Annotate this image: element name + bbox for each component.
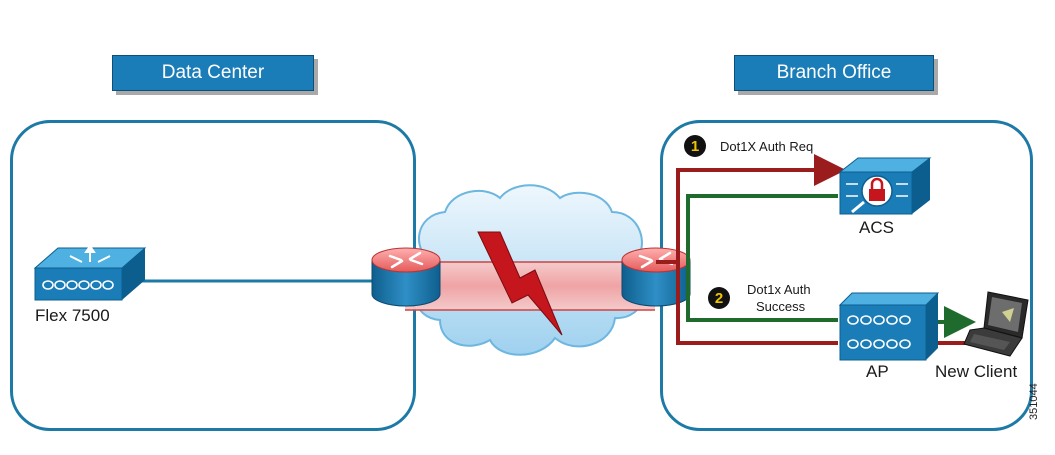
data-path-to-ap: [676, 262, 838, 345]
access-point-icon: [838, 292, 940, 361]
acs-label: ACS: [859, 218, 894, 237]
laptop-icon: [963, 291, 1029, 357]
auth-success-path: [686, 194, 838, 322]
branch-office-title: Branch Office: [734, 55, 934, 91]
step-1-label: Dot1X Auth Req: [720, 139, 814, 154]
wireless-controller-icon: [33, 244, 147, 301]
lightning-bolt-icon: [477, 231, 563, 336]
router-right-icon: [621, 247, 691, 307]
ap-label: AP: [866, 362, 889, 381]
data-center-title: Data Center: [112, 55, 314, 91]
step-1-badge: 1: [684, 135, 706, 157]
step-2-label-line1: Dot1x Auth: [747, 282, 811, 297]
controller-label: Flex 7500: [35, 306, 110, 325]
router-left-icon: [371, 247, 441, 307]
client-label: New Client: [935, 362, 1018, 381]
acs-server-lock-icon: [838, 157, 932, 215]
figure-id: 351044: [1028, 383, 1040, 420]
auth-request-path: [656, 154, 846, 264]
step-2-label-line2: Success: [756, 299, 806, 314]
step-2-badge: 2: [708, 287, 730, 309]
